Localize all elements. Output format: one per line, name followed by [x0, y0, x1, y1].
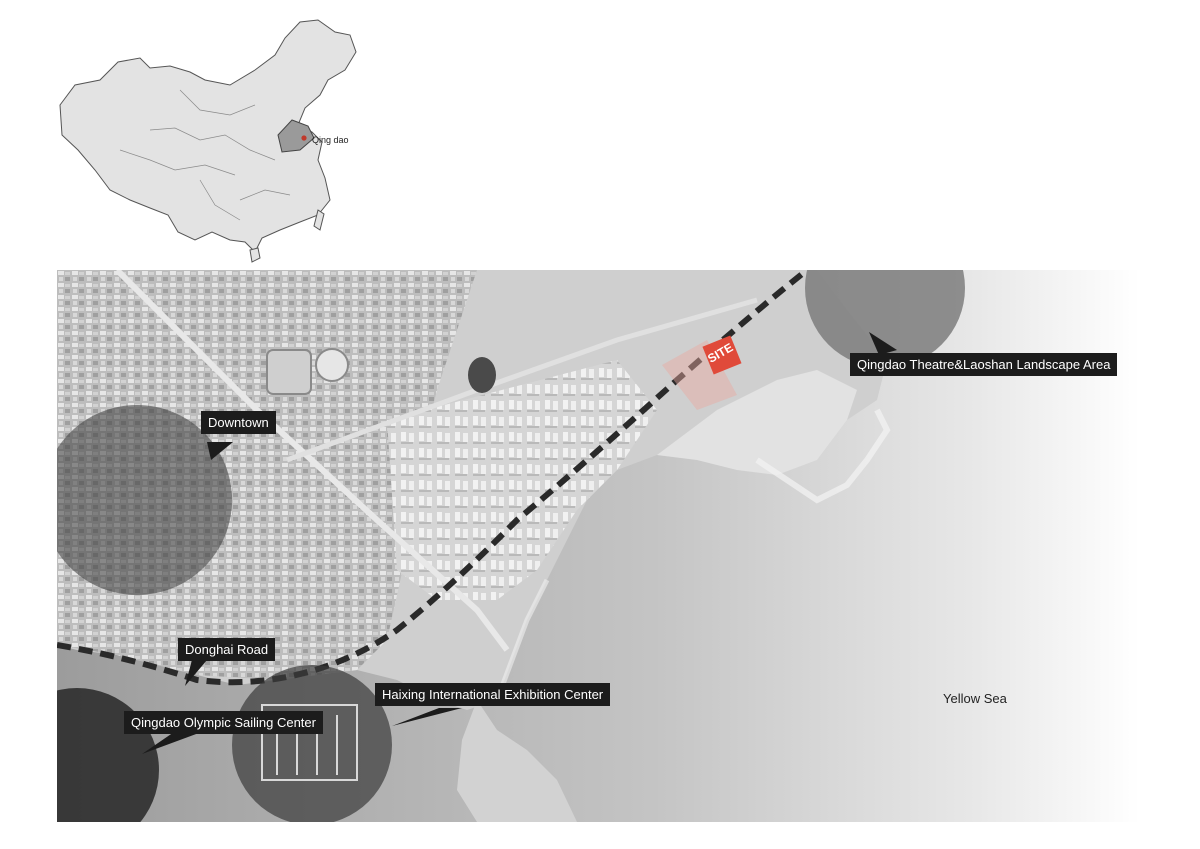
cross-road	[286, 297, 758, 463]
hainan-island	[249, 247, 261, 263]
callout-downtown: Downtown	[201, 411, 276, 434]
qingdao-dot	[301, 135, 307, 141]
donghai-road-line	[57, 270, 809, 686]
diagonal-road	[114, 270, 510, 652]
callout-donghai-road: Donghai Road	[178, 638, 276, 661]
taiwan-island	[313, 209, 325, 231]
lake	[468, 357, 496, 393]
site-zone	[662, 340, 737, 410]
aerial-map: SITE Qingdao Theatre&Laoshan Landscape A…	[57, 270, 1140, 822]
qingdao-label: Qing dao	[312, 135, 349, 145]
site-marker	[702, 335, 742, 375]
callout-haixing: Haixing International Exhibition Center	[375, 683, 611, 706]
residential-middle	[387, 360, 657, 600]
haixing-circle	[232, 665, 392, 822]
downtown-circle	[57, 405, 232, 595]
stadium	[266, 349, 312, 395]
arena	[315, 348, 349, 382]
donghai-pointer	[185, 660, 207, 686]
sailing-pointer	[142, 730, 207, 754]
callout-theatre: Qingdao Theatre&Laoshan Landscape Area	[850, 353, 1118, 376]
theatre-pointer	[869, 332, 897, 355]
headland-south	[457, 700, 577, 822]
china-inset-map: Qing dao	[0, 0, 400, 270]
china-outline	[59, 19, 357, 263]
haixing-pointer	[392, 708, 462, 726]
theatre-circle	[805, 270, 965, 368]
coastal-strip	[657, 370, 857, 475]
shandong-province	[277, 119, 315, 153]
downtown-pointer	[207, 442, 233, 460]
yellow-sea-label: Yellow Sea	[943, 691, 1007, 706]
callout-sailing-center: Qingdao Olympic Sailing Center	[124, 711, 323, 734]
